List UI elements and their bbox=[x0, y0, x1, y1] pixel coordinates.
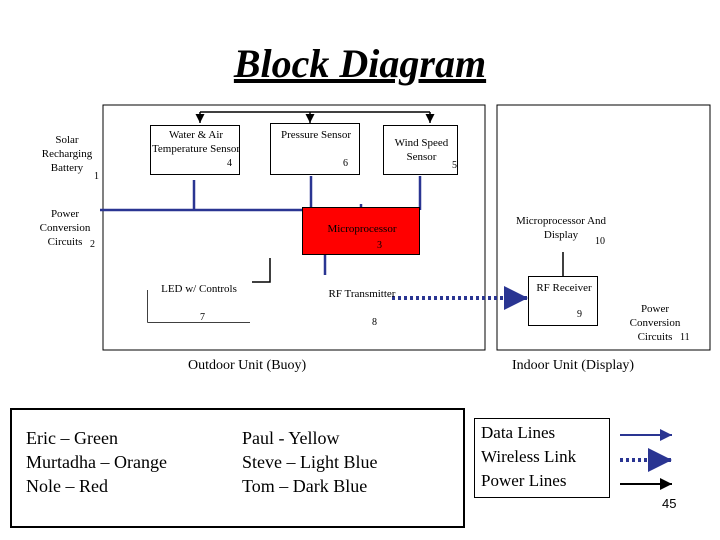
block-water-air-sensor: Water & Air Temperature Sensor 4 bbox=[150, 125, 240, 175]
indoor-section-label: Indoor Unit (Display) bbox=[512, 358, 635, 373]
outdoor-section-label: Outdoor Unit (Buoy) bbox=[188, 358, 307, 373]
team-member: Murtadha – Orange bbox=[26, 452, 167, 472]
block-power-conversion-indoor: Power Conversion Circuits 11 bbox=[620, 300, 692, 348]
team-member: Steve – Light Blue bbox=[242, 452, 378, 472]
block-led-controls: LED w/ Controls 7 bbox=[148, 262, 250, 323]
block-pressure-sensor: Pressure Sensor 6 bbox=[270, 123, 360, 175]
page-title: Block Diagram bbox=[233, 41, 487, 86]
block-microprocessor-outdoor: Microprocessor 3 bbox=[302, 207, 420, 255]
block-microprocessor-display: Microprocessor And Display 10 bbox=[513, 212, 609, 252]
legend-data-label: Data Lines bbox=[481, 423, 556, 442]
team-box: Eric – Green Murtadha – Orange Nole – Re… bbox=[10, 408, 465, 528]
block-wind-sensor: Wind Speed Sensor 5 bbox=[383, 125, 458, 175]
block-rf-receiver: RF Receiver 9 bbox=[528, 276, 598, 326]
team-member: Eric – Green bbox=[26, 428, 118, 448]
team-member: Paul - Yellow bbox=[242, 428, 340, 448]
legend-power-label: Power Lines bbox=[481, 471, 567, 490]
block-solar-battery: Solar Recharging Battery 1 bbox=[32, 123, 102, 183]
team-member: Tom – Dark Blue bbox=[242, 476, 368, 496]
block-rf-transmitter: RF Transmitter 8 bbox=[322, 275, 395, 335]
legend-box: Data Lines Wireless Link Power Lines bbox=[474, 418, 610, 498]
block-power-conversion-outdoor: Power Conversion Circuits 2 bbox=[30, 205, 100, 255]
indoor-section-outline bbox=[496, 104, 711, 351]
team-member: Nole – Red bbox=[26, 476, 108, 496]
legend-wireless-label: Wireless Link bbox=[481, 447, 577, 466]
page-number: 45 bbox=[662, 496, 677, 511]
outdoor-section-outline bbox=[102, 104, 486, 351]
